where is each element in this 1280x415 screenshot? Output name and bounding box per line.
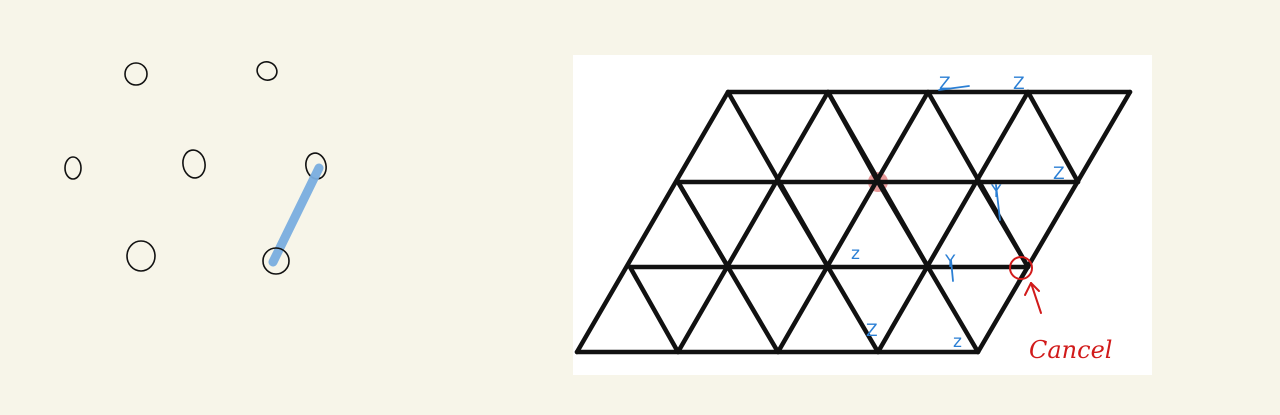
sketch-point [126,240,156,272]
sketch-point [124,62,148,86]
grid-line [775,179,881,355]
point-sketch [64,61,327,275]
sketch-point [262,247,290,275]
label-z: Z [866,321,878,341]
label-z: Z [1053,164,1065,184]
label-z: z [851,244,860,264]
annotation-stroke [938,85,970,91]
grid-line [775,89,931,355]
cancel-arrow [1030,282,1042,314]
highlight-stroke [268,163,324,267]
grid-line [975,179,1031,270]
grid-line [975,89,1133,355]
label-z: Z [1013,74,1025,94]
grid-line [875,89,1031,355]
grid-line [1025,89,1081,185]
grid-line [627,264,681,355]
label-z: z [953,332,962,352]
grid-line [574,89,731,355]
triangle-grid-panel: Z Z Z Y z Y Z z Cancel [573,55,1152,375]
label-y: Y [990,182,1002,202]
annotation-stroke [995,184,1001,221]
grid-line [675,179,781,355]
label-y: Y [944,252,956,272]
sketch-point [182,149,206,179]
sketch-point [64,156,82,180]
cancel-label: Cancel [1029,336,1112,364]
grid-line [875,179,981,355]
label-z: Z [939,74,951,94]
sketch-point [256,61,278,81]
cancel-circle [1009,256,1033,280]
cancel-arrow [1030,282,1040,292]
cancel-arrow [1024,282,1032,296]
annotation-stroke [950,259,954,282]
grid-line [675,89,831,355]
triangle-grid: Z Z Z Y z Y Z z Cancel [574,74,1133,364]
